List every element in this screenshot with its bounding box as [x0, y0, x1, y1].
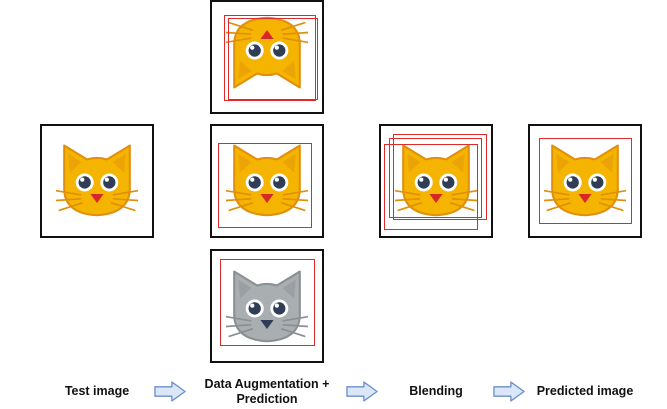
data-augmentation-label: Data Augmentation + Prediction [186, 377, 348, 407]
test-image-panel [40, 124, 154, 238]
bounding-box [389, 138, 482, 218]
predicted-image-panel [528, 124, 642, 238]
bounding-box [218, 143, 312, 228]
predicted-image-label: Predicted image [536, 384, 634, 398]
bounding-box [224, 15, 316, 101]
right-arrow-icon [493, 381, 525, 402]
bounding-box [384, 144, 478, 230]
blending-panel [379, 124, 493, 238]
augmented-image-original-panel [210, 124, 324, 238]
bounding-box [220, 259, 315, 346]
right-arrow-icon [346, 381, 378, 402]
blending-label: Blending [409, 384, 463, 398]
data-augmentation-label-line2: Prediction [236, 392, 298, 406]
cat-face-icon [56, 143, 138, 217]
bounding-box [393, 134, 487, 220]
test-image-label: Test image [64, 384, 130, 398]
bounding-box [539, 138, 632, 224]
data-augmentation-label-line1: Data Augmentation + [204, 377, 330, 391]
augmented-image-grayscale-panel [210, 249, 324, 363]
augmented-image-flipped-panel [210, 0, 324, 114]
bounding-box [228, 18, 318, 100]
right-arrow-icon [154, 381, 186, 402]
